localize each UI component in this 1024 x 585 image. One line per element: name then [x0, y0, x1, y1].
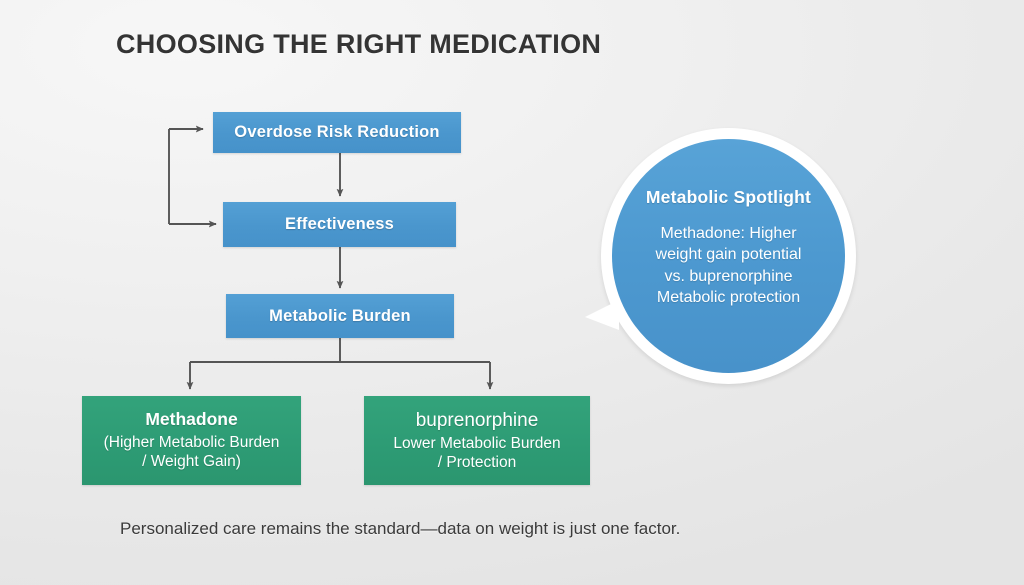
callout-tail-icon [585, 300, 619, 330]
callout-heading: Metabolic Spotlight [645, 187, 812, 207]
flow-node-overdose-risk-reduction[interactable]: Overdose Risk Reduction [213, 112, 461, 153]
outcome-methadone-name: Methadone [145, 409, 238, 430]
outcome-buprenorphine-detail-line-2: / Protection [437, 454, 517, 472]
callout-text-line-1: Methadone: Higher [660, 225, 797, 242]
outcome-buprenorphine-name: buprenorphine [415, 409, 539, 431]
page-title: CHOOSING THE RIGHT MEDICATION [116, 29, 602, 59]
callout-body: Metabolic Spotlight Methadone: Higher we… [612, 139, 845, 373]
split-connector [186, 338, 494, 390]
feedback-bracket-path [168, 125, 217, 228]
outcome-buprenorphine-detail-line-1: Lower Metabolic Burden [393, 435, 561, 453]
callout-text-line-2: weight gain potential [655, 246, 802, 264]
flow-node-metabolic-burden[interactable]: Metabolic Burden [226, 294, 454, 338]
callout-text: Methadone: Higher weight gain potential … [634, 223, 824, 308]
footer-caption: Personalized care remains the standard—d… [120, 519, 681, 538]
outcome-methadone-detail-line-2: / Weight Gain) [142, 453, 241, 471]
callout-text-line-4: Metabolic protection [656, 288, 801, 306]
callout-text-line-3: vs. buprenorphine [664, 267, 793, 285]
metabolic-spotlight-callout[interactable]: Metabolic Spotlight Methadone: Higher we… [585, 128, 856, 384]
outcome-methadone-detail-line-1: (Higher Metabolic Burden [103, 434, 280, 452]
outcome-node-buprenorphine[interactable]: buprenorphine Lower Metabolic Burden / P… [364, 396, 590, 485]
flow-node-effectiveness[interactable]: Effectiveness [223, 202, 456, 247]
outcome-node-methadone[interactable]: Methadone (Higher Metabolic Burden / Wei… [82, 396, 301, 485]
